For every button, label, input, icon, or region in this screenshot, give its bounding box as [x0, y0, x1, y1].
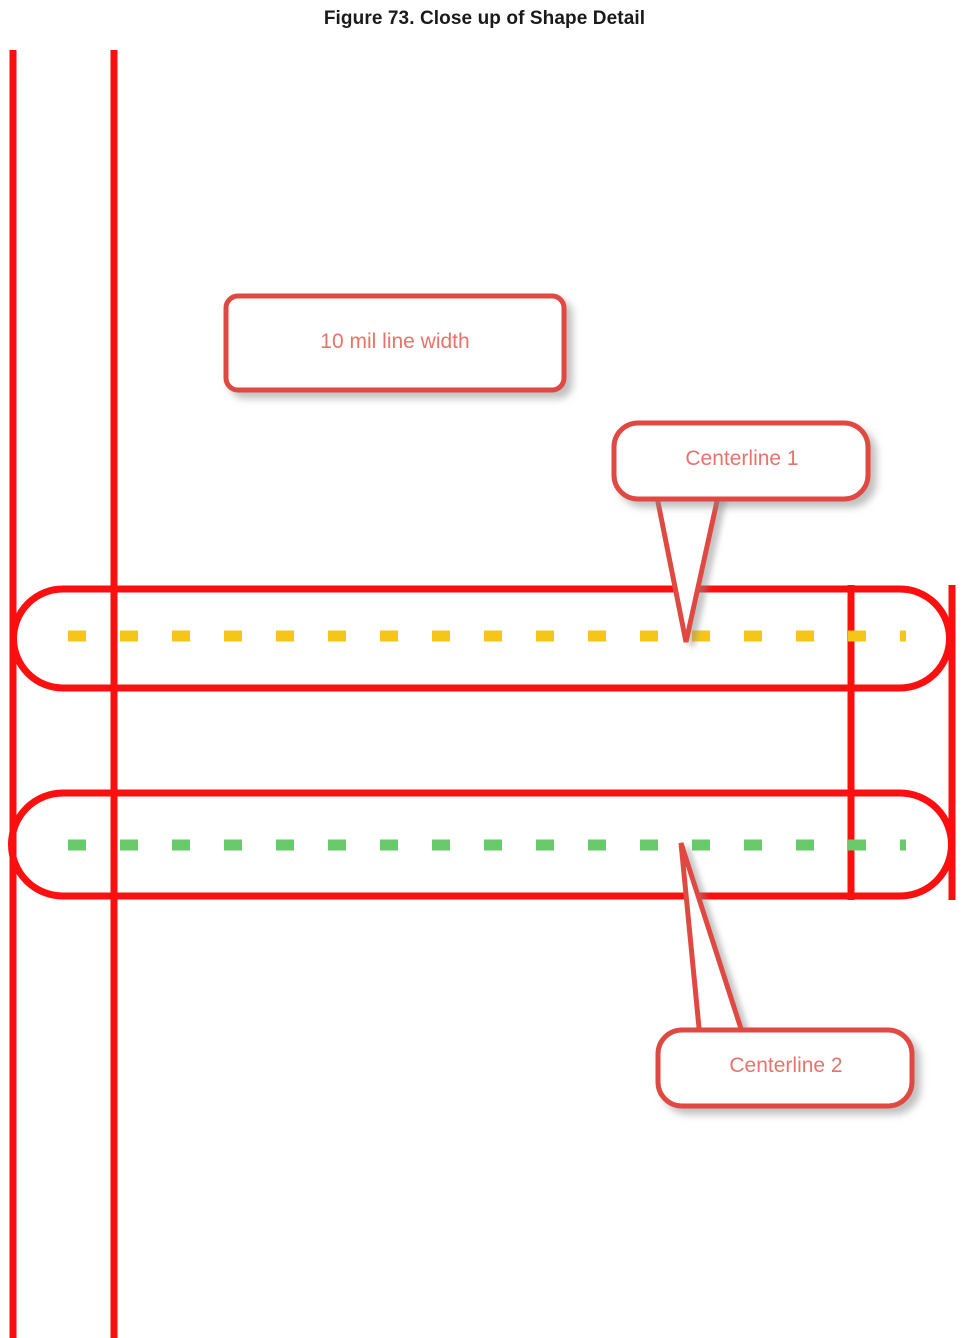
- centerline-1-tail: [653, 491, 722, 643]
- guide-lines: [9, 50, 956, 1338]
- callout-box-line-width[interactable]: [223, 293, 567, 393]
- capsule-shape-2: [8, 789, 955, 900]
- callout-box-centerline-1[interactable]: [611, 420, 871, 502]
- capsule-shape-1: [10, 585, 953, 692]
- centerline-2-callout-rect[interactable]: [655, 1027, 915, 1109]
- callout-tail-centerline-2: [678, 842, 747, 1039]
- centerline-2-tail: [678, 842, 747, 1039]
- page-title: Figure 73. Close up of Shape Detail: [323, 8, 646, 29]
- line-width-callout-label: 10 mil line width: [320, 330, 470, 353]
- centerline-1-callout-label: Centerline 1: [685, 447, 799, 470]
- centerline-1-callout-rect[interactable]: [611, 420, 871, 502]
- capsule-1-outline: [10, 585, 953, 692]
- line-width-callout-rect[interactable]: [223, 293, 567, 393]
- capsule-2-outline: [8, 789, 955, 900]
- callout-box-centerline-2[interactable]: [655, 1027, 915, 1109]
- centerline-2-callout-label: Centerline 2: [729, 1054, 843, 1077]
- callout-tail-centerline-1: [653, 491, 722, 643]
